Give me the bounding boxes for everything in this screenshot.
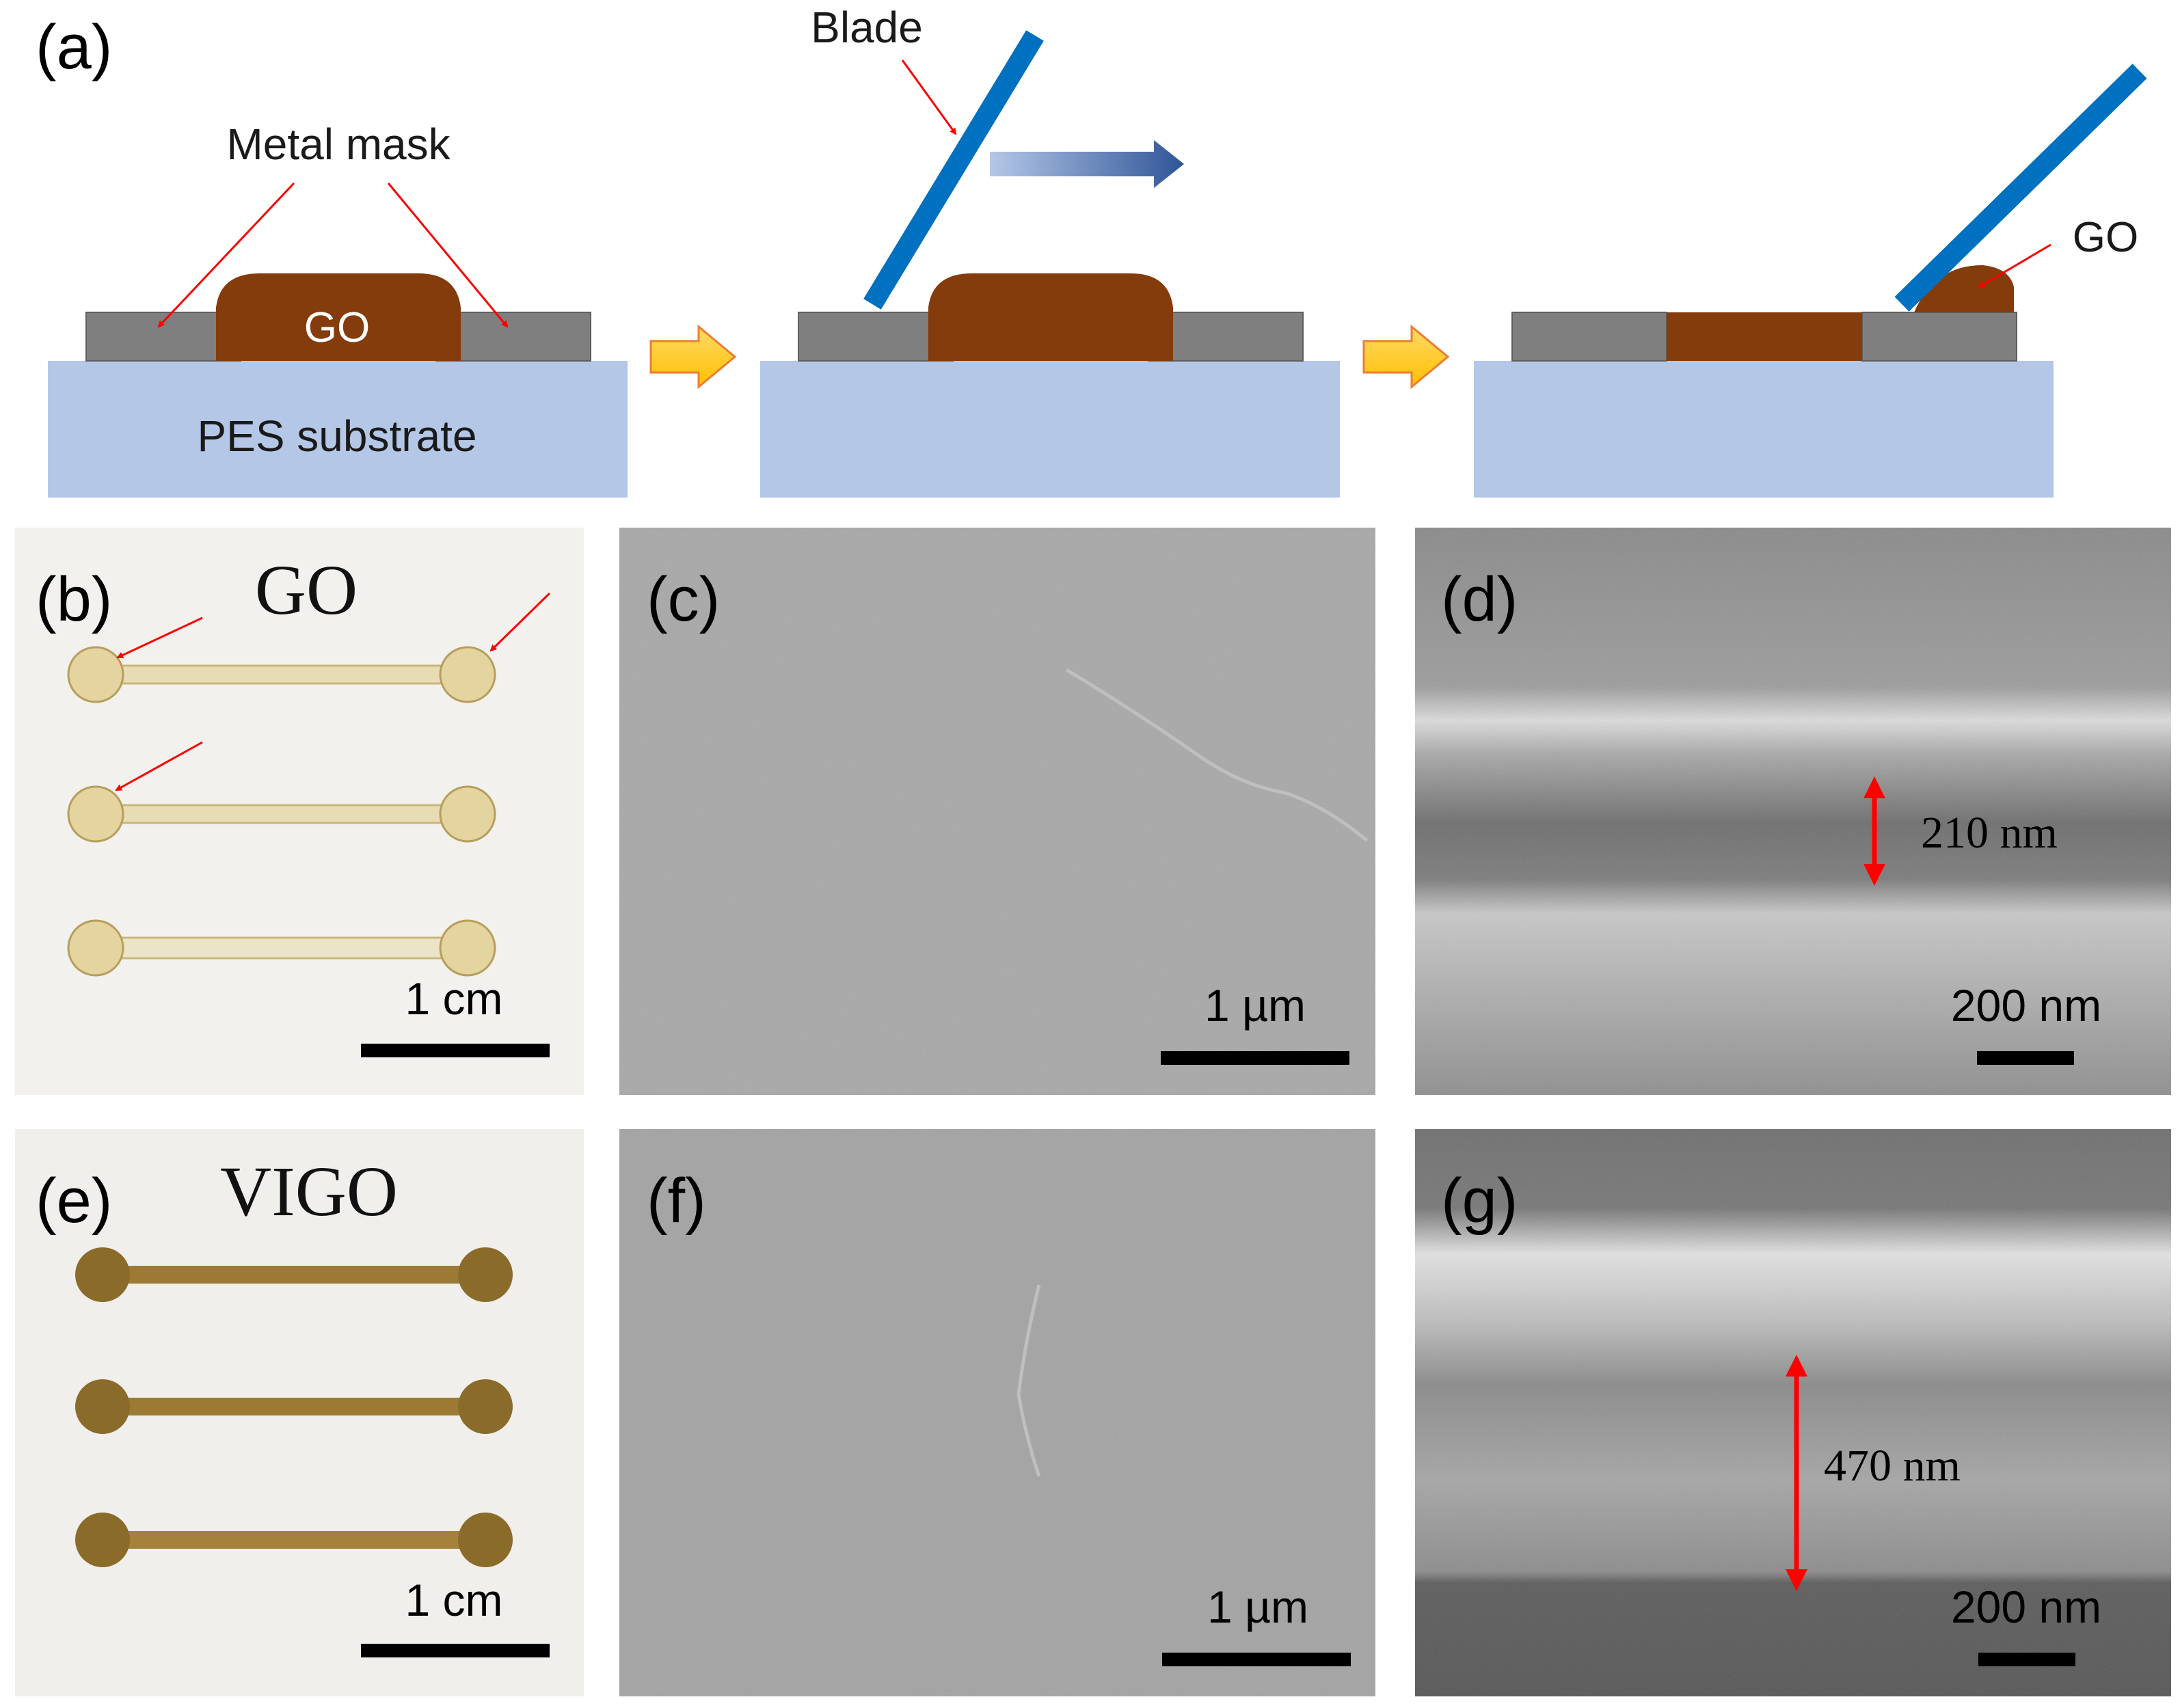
metal-mask-label: Metal mask (226, 120, 450, 169)
scale-text-b: 1 cm (405, 973, 502, 1024)
panel-a-label: (a) (36, 12, 112, 82)
panel-e-label: (e) (36, 1166, 112, 1236)
wrinkle-c (1065, 668, 1369, 842)
scale-bar-g (1978, 1653, 2075, 1666)
mask-pointer-right (387, 182, 509, 328)
scale-text-f: 1 µm (1207, 1582, 1308, 1632)
go-device-1 (67, 646, 496, 703)
blade-pointer (901, 59, 957, 135)
vigo-device-3 (75, 1513, 513, 1567)
go-fill-2 (953, 312, 1148, 361)
stage-3: GO (1474, 64, 2147, 498)
blade-2 (863, 30, 1044, 310)
scale-bar-e (361, 1644, 550, 1657)
process-arrow-2 (1362, 324, 1450, 390)
process-arrow-1 (649, 324, 737, 390)
panel-f-label: (f) (647, 1166, 706, 1236)
panel-e: (e) VIGO 1 cm (15, 1129, 584, 1696)
scale-bar-c (1161, 1051, 1349, 1065)
wrinkle-f (1017, 1284, 1041, 1477)
defect-arrow-2 (489, 592, 551, 652)
substrate-3 (1474, 361, 2054, 498)
go-device-2 (67, 785, 496, 843)
stage-2: Blade (760, 3, 1340, 498)
panel-b: (b) GO 1 cm (15, 528, 584, 1095)
scale-text-d: 200 nm (1951, 980, 2101, 1031)
panel-g-label: (g) (1441, 1166, 1518, 1236)
go-label-3: GO (2073, 214, 2138, 261)
vigo-device-2 (75, 1379, 513, 1434)
blade-3 (1894, 64, 2147, 312)
scale-bar-b (361, 1044, 550, 1057)
substrate-label: PES substrate (197, 411, 476, 461)
mask-left-3 (1511, 312, 1667, 362)
panel-c: (c) 1 µm (619, 528, 1375, 1095)
panel-b-title: GO (255, 551, 358, 629)
defect-arrow-1 (116, 616, 203, 659)
thickness-text-d: 210 nm (1921, 808, 2058, 858)
go-film-3 (1667, 312, 1862, 361)
scale-text-c: 1 µm (1205, 980, 1306, 1031)
mask-right-3 (1861, 312, 2017, 362)
panel-c-label: (c) (647, 565, 720, 634)
go-fill-1 (241, 312, 436, 361)
substrate-2 (760, 361, 1340, 498)
go-label-1: GO (304, 304, 370, 351)
scale-text-g: 200 nm (1951, 1582, 2101, 1632)
panel-d: (d) 210 nm 200 nm (1415, 528, 2171, 1095)
go-residue-3 (1914, 265, 2014, 312)
mask-right-2 (1148, 312, 1304, 362)
scale-text-e: 1 cm (405, 1575, 502, 1625)
panel-f: (f) 1 µm (619, 1129, 1375, 1696)
mask-right-1 (435, 312, 591, 362)
substrate-1 (48, 361, 628, 498)
scale-bar-d (1977, 1051, 2074, 1065)
vigo-device-1 (75, 1247, 513, 1302)
stage-1: GO PES substrate Metal mask (48, 120, 628, 498)
defect-arrow-3 (115, 741, 203, 791)
go-pointer (1978, 243, 2051, 288)
panel-b-label: (b) (36, 565, 112, 634)
thickness-text-g: 470 nm (1824, 1441, 1961, 1491)
movement-arrow (990, 140, 1184, 188)
scale-bar-f (1162, 1653, 1351, 1666)
panel-d-label: (d) (1441, 565, 1518, 634)
go-device-3 (67, 919, 496, 977)
panel-g: (g) 470 nm 200 nm (1415, 1129, 2171, 1696)
panel-a: (a) GO PES substrate Metal mask Blade (36, 3, 2147, 498)
blade-label: Blade (811, 3, 923, 52)
panel-e-title: VIGO (220, 1152, 398, 1231)
mask-pointer-left (157, 182, 295, 328)
